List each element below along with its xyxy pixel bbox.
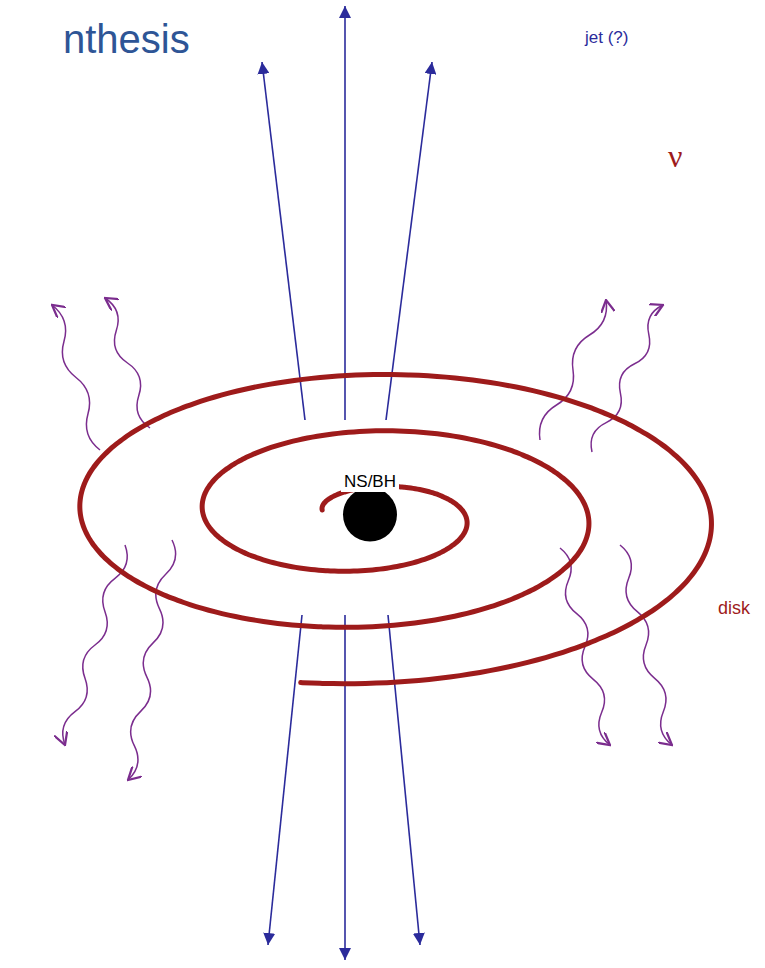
disk-label: disk bbox=[718, 598, 750, 619]
jet-arrow bbox=[344, 6, 346, 420]
neutrino-arrow bbox=[63, 545, 128, 745]
neutrino-symbol: ν bbox=[668, 138, 682, 175]
neutrino-arrow bbox=[591, 305, 663, 452]
neutrino-arrow bbox=[52, 305, 100, 450]
neutrino-arrow bbox=[620, 545, 672, 745]
jet-arrow bbox=[268, 615, 302, 945]
neutrino-arrow bbox=[105, 298, 150, 428]
jet-arrow bbox=[262, 62, 305, 420]
neutrino-arrow bbox=[539, 300, 606, 440]
accretion-disk-spiral bbox=[80, 374, 712, 683]
jet-label: jet (?) bbox=[585, 28, 628, 48]
object-label: NS/BH bbox=[341, 472, 399, 492]
jet-arrow bbox=[344, 615, 346, 960]
jet-arrows bbox=[262, 6, 432, 960]
compact-object: NS/BH bbox=[325, 472, 415, 544]
slide-title: nthesis bbox=[63, 16, 190, 62]
neutrino-arrow bbox=[128, 540, 176, 780]
jet-arrow bbox=[388, 615, 420, 945]
neutrino-arrows bbox=[52, 298, 672, 780]
jet-arrow bbox=[386, 62, 432, 420]
